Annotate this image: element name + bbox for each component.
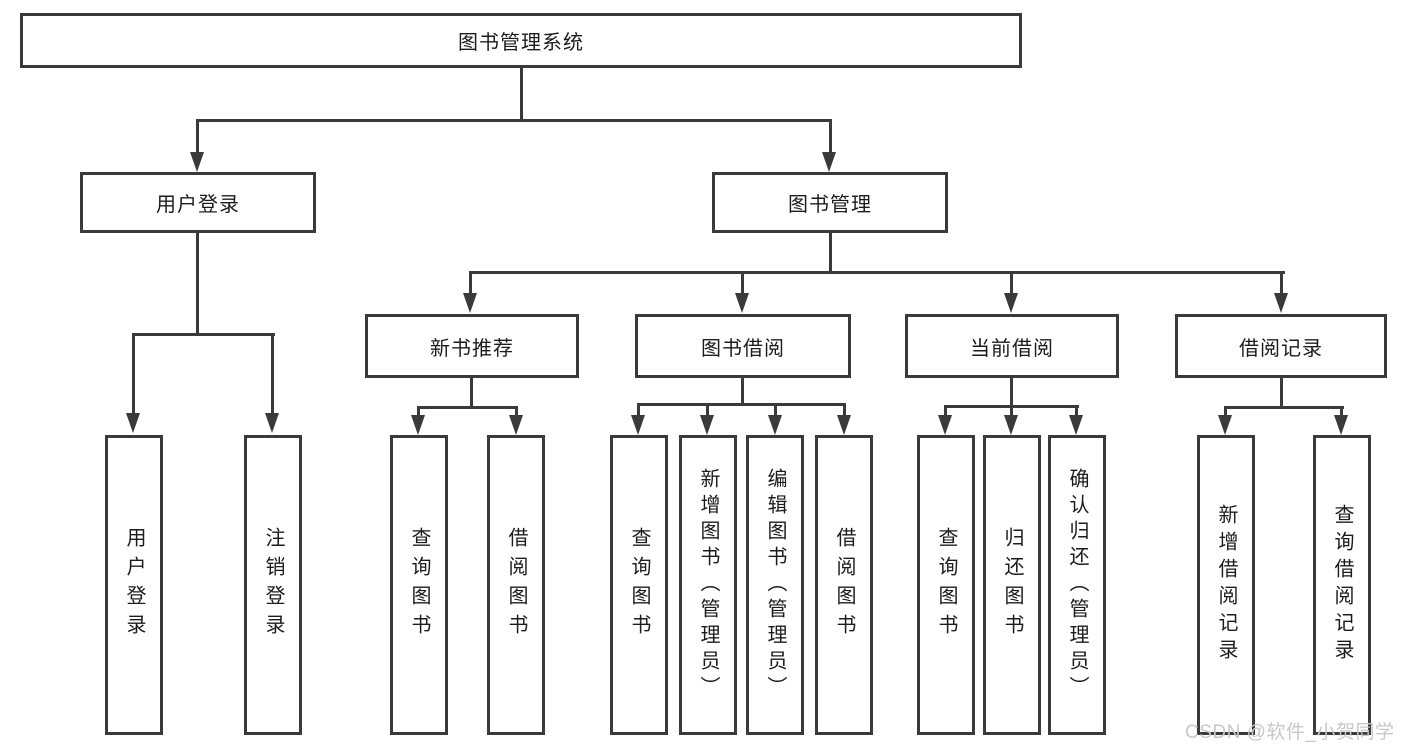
leaf-query-books-borrow: 查询图书	[610, 435, 668, 735]
leaf-query-books-recommend: 查询图书	[390, 435, 448, 735]
node-current-borrow: 当前借阅	[905, 314, 1119, 378]
connector-drop	[944, 405, 947, 417]
connector-drop	[515, 406, 518, 417]
leaf-return-books: 归还图书	[983, 435, 1041, 735]
arrow-down	[463, 293, 477, 313]
connector-drop-leaf-user-login	[132, 333, 135, 415]
connector-drop-new-book	[469, 271, 472, 295]
connector-drop	[1340, 406, 1343, 417]
connector-drop	[843, 403, 846, 417]
node-borrow-records-label: 借阅记录	[1239, 337, 1323, 360]
node-book-management-label: 图书管理	[788, 194, 872, 216]
connector-drop-book-management	[829, 119, 832, 155]
leaf-borrow-books-borrow-label: 借阅图书	[833, 527, 855, 643]
connector-current-borrow-stem	[1010, 377, 1013, 408]
connector-user-login-stem	[196, 232, 199, 336]
connector-user-login-branch	[133, 333, 275, 336]
leaf-query-borrow-record-label: 查询借阅记录	[1331, 504, 1353, 666]
leaf-query-books-borrow-label: 查询图书	[628, 527, 650, 643]
arrow-down	[1218, 415, 1232, 435]
arrow-down	[700, 415, 714, 435]
leaf-confirm-return-admin: 确认归还（管理员）	[1048, 435, 1106, 735]
leaf-add-book-admin-label: 新增图书（管理员）	[697, 468, 719, 702]
connector-drop-borrow-records	[1280, 271, 1283, 295]
leaf-borrow-books-borrow: 借阅图书	[815, 435, 873, 735]
connector-drop	[706, 403, 709, 417]
arrow-down	[1334, 415, 1348, 435]
leaf-user-login: 用户登录	[105, 435, 163, 735]
arrow-down	[938, 415, 952, 435]
leaf-add-borrow-record: 新增借阅记录	[1197, 435, 1255, 735]
arrow-down	[126, 413, 140, 433]
arrow-down	[1274, 293, 1288, 313]
leaf-edit-book-admin: 编辑图书（管理员）	[746, 435, 804, 735]
leaf-confirm-return-admin-label: 确认归还（管理员）	[1066, 468, 1088, 702]
leaf-query-books-current-label: 查询图书	[935, 527, 957, 643]
connector-drop	[637, 403, 640, 417]
arrow-down	[411, 415, 425, 435]
node-user-login-label: 用户登录	[156, 194, 240, 216]
node-root: 图书管理系统	[20, 13, 1022, 68]
arrow-down	[509, 415, 523, 435]
leaf-return-books-label: 归还图书	[1001, 527, 1023, 643]
leaf-query-books-current: 查询图书	[917, 435, 975, 735]
node-new-book-recommend-label: 新书推荐	[430, 337, 514, 360]
leaf-query-borrow-record: 查询借阅记录	[1313, 435, 1371, 735]
arrow-down	[837, 415, 851, 435]
leaf-add-book-admin: 新增图书（管理员）	[679, 435, 737, 735]
arrow-down	[631, 415, 645, 435]
arrow-down	[1069, 415, 1083, 435]
connector-drop	[774, 403, 777, 417]
connector-borrow-records-branch	[1225, 406, 1344, 409]
leaf-query-books-recommend-label: 查询图书	[408, 527, 430, 643]
leaf-user-login-label: 用户登录	[123, 527, 145, 643]
connector-drop	[1075, 405, 1078, 417]
connector-drop	[417, 406, 420, 417]
connector-new-book-stem	[470, 377, 473, 409]
csdn-watermark: CSDN @软件_小贺同学	[1185, 722, 1395, 743]
node-user-login: 用户登录	[80, 172, 316, 233]
connector-drop	[1224, 406, 1227, 417]
leaf-logout-label: 注销登录	[262, 527, 284, 643]
connector-drop	[1010, 405, 1013, 417]
connector-root-stem	[520, 66, 523, 121]
node-new-book-recommend: 新书推荐	[365, 314, 579, 378]
connector-level1-branch	[197, 119, 832, 122]
connector-drop-current-borrow	[1010, 271, 1013, 295]
node-root-label: 图书管理系统	[458, 32, 584, 54]
arrow-down	[265, 413, 279, 433]
arrow-down	[768, 415, 782, 435]
arrow-down	[735, 293, 749, 313]
node-book-management: 图书管理	[712, 172, 948, 233]
arrow-down	[1004, 293, 1018, 313]
node-book-borrow-label: 图书借阅	[701, 337, 785, 360]
connector-drop-user-login	[196, 119, 199, 155]
arrow-down	[1004, 415, 1018, 435]
arrow-down	[190, 152, 204, 172]
connector-drop-leaf-logout	[271, 333, 274, 415]
node-current-borrow-label: 当前借阅	[970, 337, 1054, 360]
connector-level2-branch	[469, 271, 1285, 274]
arrow-down	[822, 152, 836, 172]
leaf-edit-book-admin-label: 编辑图书（管理员）	[764, 468, 786, 702]
connector-book-borrow-branch	[638, 403, 846, 406]
leaf-add-borrow-record-label: 新增借阅记录	[1215, 504, 1237, 666]
leaf-borrow-books-recommend: 借阅图书	[487, 435, 545, 735]
node-book-borrow: 图书借阅	[635, 314, 851, 378]
leaf-borrow-books-recommend-label: 借阅图书	[505, 527, 527, 643]
connector-book-borrow-stem	[741, 377, 744, 406]
node-borrow-records: 借阅记录	[1175, 314, 1387, 378]
connector-drop-book-borrow	[741, 271, 744, 295]
connector-book-management-stem	[829, 232, 832, 274]
leaf-logout: 注销登录	[244, 435, 302, 735]
connector-borrow-records-stem	[1280, 377, 1283, 409]
connector-new-book-branch	[418, 406, 518, 409]
